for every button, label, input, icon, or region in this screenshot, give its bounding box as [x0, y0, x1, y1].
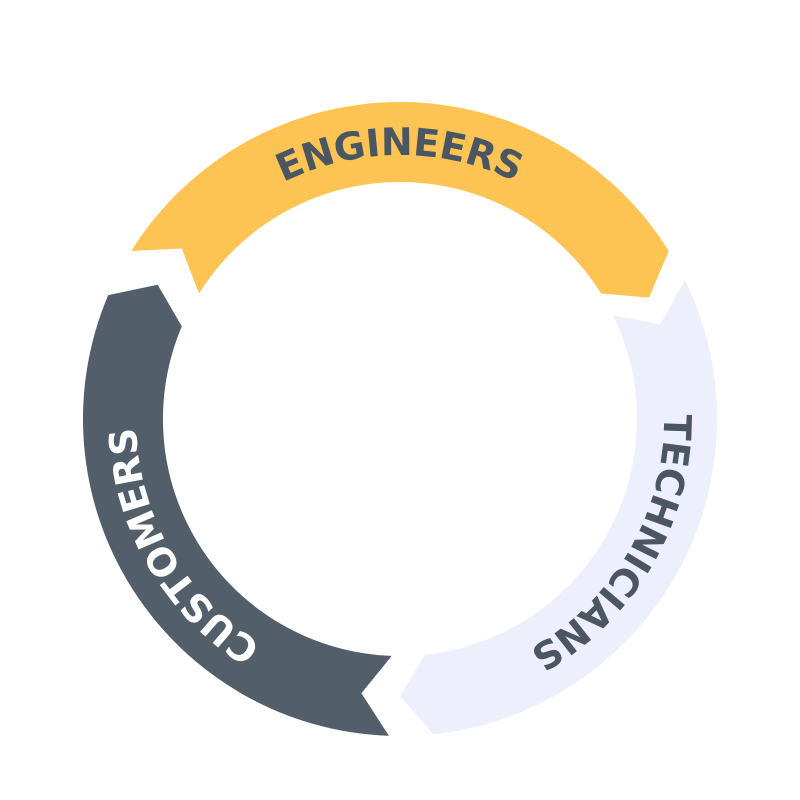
segment-technicians — [400, 280, 718, 735]
segment-customers — [82, 284, 392, 736]
segment-engineers — [131, 102, 669, 298]
